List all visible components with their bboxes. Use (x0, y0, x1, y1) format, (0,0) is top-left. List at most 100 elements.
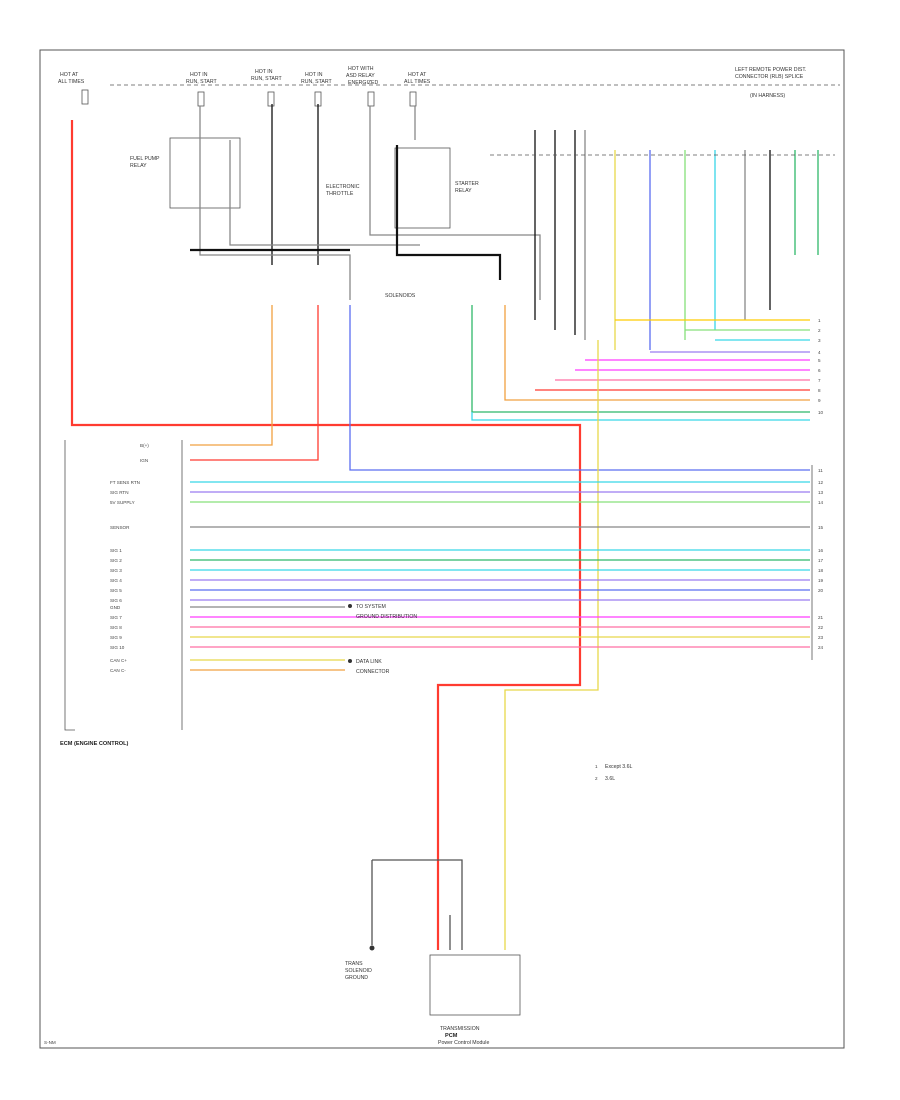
red-main-wire (70, 120, 582, 950)
svg-text:17: 17 (818, 558, 824, 563)
svg-text:22: 22 (818, 625, 824, 630)
svg-text:RUN, START: RUN, START (251, 76, 282, 82)
svg-text:HOT AT: HOT AT (60, 72, 79, 78)
svg-text:12: 12 (818, 480, 824, 485)
svg-text:CAN C+: CAN C+ (110, 658, 127, 663)
bottom-pcm: TRANS SOLENOID GROUND TRANSMISSION PCM P… (345, 859, 521, 1046)
feed-wires (190, 305, 810, 950)
svg-text:ALL TIMES: ALL TIMES (58, 79, 85, 85)
svg-text:HOT IN: HOT IN (305, 72, 323, 78)
svg-text:RUN, START: RUN, START (301, 79, 332, 85)
ecm-signal-wires (190, 481, 810, 671)
svg-text:FUEL PUMP: FUEL PUMP (130, 156, 160, 162)
svg-text:GND: GND (110, 605, 121, 610)
svg-text:16: 16 (818, 548, 824, 553)
svg-text:SIG 6: SIG 6 (110, 598, 122, 603)
svg-text:SOLENOIDS: SOLENOIDS (385, 293, 416, 299)
svg-text:14: 14 (818, 500, 824, 505)
footer-code: S-NM (44, 1040, 56, 1045)
svg-text:4: 4 (818, 350, 821, 355)
svg-text:2: 2 (595, 776, 598, 781)
top-feed-wires (190, 104, 541, 300)
svg-text:RELAY: RELAY (130, 163, 147, 169)
right-routing-wires (471, 305, 810, 421)
bundle-callouts: TO SYSTEM GROUND DISTRIBUTION DATA LINK … (348, 604, 417, 675)
svg-text:LEFT REMOTE POWER DIST.: LEFT REMOTE POWER DIST. (735, 67, 806, 73)
svg-text:SIG 8: SIG 8 (110, 625, 122, 630)
svg-text:13: 13 (818, 490, 824, 495)
legend-a: Except 3.6L (605, 764, 633, 770)
svg-text:THROTTLE: THROTTLE (326, 191, 354, 197)
svg-text:TO SYSTEM: TO SYSTEM (356, 604, 386, 610)
svg-text:23: 23 (818, 635, 824, 640)
svg-text:SIG 7: SIG 7 (110, 615, 122, 620)
svg-text:ASD RELAY: ASD RELAY (346, 73, 375, 79)
svg-text:HOT IN: HOT IN (255, 69, 273, 75)
legend-b: 3.6L (605, 776, 615, 782)
svg-text:9: 9 (818, 398, 821, 403)
pcm-label: PCM (445, 1033, 458, 1039)
ecm-connector: ECM (ENGINE CONTROL) (60, 440, 813, 747)
svg-text:DATA LINK: DATA LINK (356, 659, 382, 665)
svg-text:TRANSMISSION: TRANSMISSION (440, 1026, 480, 1032)
svg-text:SIG 2: SIG 2 (110, 558, 122, 563)
svg-text:ALL TIMES: ALL TIMES (404, 79, 431, 85)
svg-text:3: 3 (818, 338, 821, 343)
svg-text:7: 7 (818, 378, 821, 383)
svg-text:SENSOR: SENSOR (110, 525, 130, 530)
ground-icon (369, 945, 375, 951)
svg-text:5: 5 (818, 358, 821, 363)
svg-text:6: 6 (818, 368, 821, 373)
svg-text:SIG 10: SIG 10 (110, 645, 125, 650)
svg-text:(IN HARNESS): (IN HARNESS) (750, 93, 785, 99)
svg-text:SIG 5: SIG 5 (110, 588, 122, 593)
svg-text:1: 1 (818, 318, 821, 323)
svg-text:B(+): B(+) (140, 443, 149, 448)
svg-text:STARTER: STARTER (455, 181, 479, 187)
svg-text:SIG 1: SIG 1 (110, 548, 122, 553)
svg-text:5V SUPPLY: 5V SUPPLY (110, 500, 135, 505)
svg-text:15: 15 (818, 525, 824, 530)
svg-text:GROUND DISTRIBUTION: GROUND DISTRIBUTION (356, 614, 417, 620)
svg-text:SIG 9: SIG 9 (110, 635, 122, 640)
svg-text:RUN, START: RUN, START (186, 79, 217, 85)
svg-text:IGN: IGN (140, 458, 148, 463)
svg-text:CONNECTOR: CONNECTOR (356, 669, 390, 675)
svg-text:SOLENOID: SOLENOID (345, 968, 372, 974)
svg-text:FT SENS RTN: FT SENS RTN (110, 480, 140, 485)
diagram-frame (39, 49, 845, 1049)
svg-text:SIG 3: SIG 3 (110, 568, 122, 573)
svg-text:HOT IN: HOT IN (190, 72, 208, 78)
svg-text:8: 8 (818, 388, 821, 393)
svg-text:SIG 4: SIG 4 (110, 578, 122, 583)
svg-text:ELECTRONIC: ELECTRONIC (326, 184, 360, 190)
svg-text:20: 20 (818, 588, 824, 593)
svg-text:11: 11 (818, 468, 823, 473)
svg-text:CAN C-: CAN C- (110, 668, 126, 673)
svg-text:10: 10 (818, 410, 824, 415)
svg-text:24: 24 (818, 645, 824, 650)
ecm-label: ECM (ENGINE CONTROL) (60, 741, 129, 747)
svg-text:HOT AT: HOT AT (408, 72, 427, 78)
svg-text:RELAY: RELAY (455, 188, 472, 194)
svg-text:1: 1 (595, 764, 598, 769)
rlb-splice-wires (490, 130, 835, 350)
fuse-symbols (81, 89, 417, 107)
svg-text:19: 19 (818, 578, 824, 583)
svg-text:18: 18 (818, 568, 824, 573)
ecm-pin-labels: B(+) IGN FT SENS RTN SIG RTN 5V SUPPLY S… (110, 443, 149, 673)
svg-text:2: 2 (818, 328, 821, 333)
svg-text:21: 21 (818, 615, 824, 620)
svg-text:CONNECTOR (RLB) SPLICE: CONNECTOR (RLB) SPLICE (735, 74, 804, 80)
svg-text:ENERGIZED: ENERGIZED (348, 80, 379, 86)
pcm-note: Power Control Module (438, 1040, 489, 1046)
svg-text:TRANS: TRANS (345, 961, 363, 967)
legend: 1 Except 3.6L 2 3.6L (595, 764, 633, 782)
svg-text:HOT WITH: HOT WITH (348, 66, 374, 72)
svg-text:SIG RTN: SIG RTN (110, 490, 129, 495)
svg-text:GROUND: GROUND (345, 975, 368, 981)
